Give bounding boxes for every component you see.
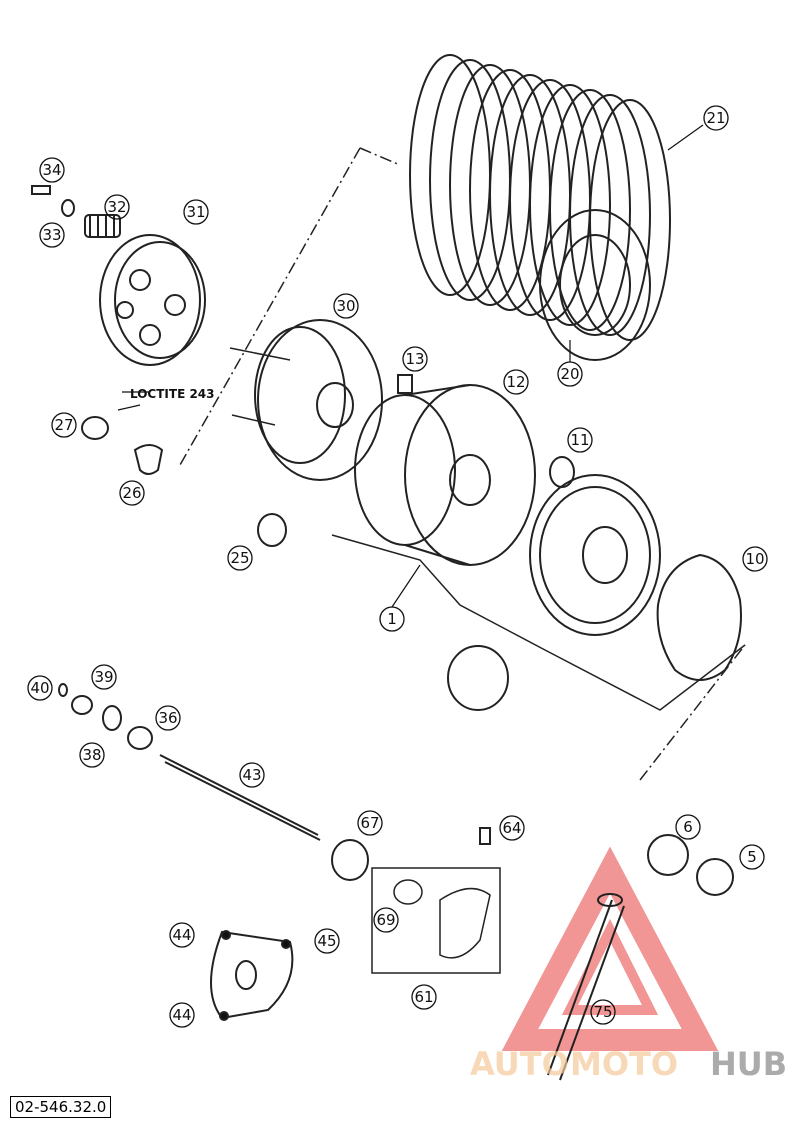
callout-12: 12 — [503, 369, 529, 395]
callout-1: 1 — [379, 606, 405, 632]
callout-69-label: 69 — [376, 911, 395, 929]
bearing-and-sleeve — [647, 834, 734, 896]
callout-5-label: 5 — [747, 848, 757, 866]
nut-and-lockwasher — [81, 416, 164, 475]
callout-43-label: 43 — [242, 766, 261, 784]
callout-34-label: 34 — [42, 161, 61, 179]
callout-5: 5 — [739, 844, 765, 870]
leader-lines — [117, 124, 704, 608]
watermark-logo — [501, 846, 719, 1051]
callout-64: 64 — [499, 815, 525, 841]
callout-26-label: 26 — [122, 484, 141, 502]
washer — [257, 513, 287, 547]
callout-31: 31 — [183, 199, 209, 225]
callout-13: 13 — [402, 346, 428, 372]
pin — [397, 374, 413, 394]
callout-75: 75 — [590, 999, 616, 1025]
loctite-note: LOCTITE 243 — [130, 387, 215, 401]
callout-27: 27 — [51, 412, 77, 438]
callout-44-bottom: 44 — [169, 1002, 195, 1028]
callout-26: 26 — [119, 480, 145, 506]
callout-38: 38 — [79, 742, 105, 768]
callout-75-label: 75 — [593, 1003, 612, 1021]
callout-44-bottom-label: 44 — [172, 1006, 191, 1024]
callout-21-label: 21 — [706, 109, 725, 127]
callout-13-label: 13 — [405, 350, 424, 368]
syringe — [547, 893, 625, 1081]
callout-36: 36 — [155, 705, 181, 731]
callout-39-label: 39 — [94, 668, 113, 686]
assembly-lines — [179, 147, 746, 781]
callout-20-label: 20 — [560, 365, 579, 383]
callout-64-label: 64 — [502, 819, 521, 837]
bushing — [549, 456, 575, 488]
callout-36-label: 36 — [158, 709, 177, 727]
watermark-moto: MOTO — [570, 1045, 678, 1083]
callout-20: 20 — [557, 361, 583, 387]
callout-45: 45 — [314, 928, 340, 954]
callout-45-label: 45 — [317, 932, 336, 950]
callout-25-label: 25 — [230, 549, 249, 567]
bracket-lines — [229, 347, 746, 711]
primary-gear — [529, 474, 661, 636]
callout-30: 30 — [333, 293, 359, 319]
callout-38-label: 38 — [82, 746, 101, 764]
callout-34: 34 — [39, 157, 65, 183]
slave-cylinder-group — [371, 867, 501, 974]
callout-33-label: 33 — [42, 226, 61, 244]
callout-44-top: 44 — [169, 922, 195, 948]
callout-32: 32 — [104, 194, 130, 220]
clutch-plate-stack — [409, 54, 671, 361]
callout-27-label: 27 — [54, 416, 73, 434]
callout-6-label: 6 — [683, 818, 693, 836]
clutch-basket — [354, 384, 536, 566]
callout-67: 67 — [357, 810, 383, 836]
callout-1-label: 1 — [387, 610, 397, 628]
part-number-label: 02-546.32.0 — [10, 1096, 112, 1118]
callout-12-label: 12 — [506, 373, 525, 391]
damper-disc — [656, 553, 742, 681]
o-ring — [331, 839, 369, 881]
callout-30-label: 30 — [336, 297, 355, 315]
callout-31-label: 31 — [186, 203, 205, 221]
watermark-text: AUTO MOTO HUB — [470, 1045, 787, 1083]
callout-21: 21 — [703, 105, 729, 131]
callout-33: 33 — [39, 222, 65, 248]
push-rod-parts — [58, 683, 321, 841]
watermark-auto: AUTO — [470, 1045, 569, 1083]
callout-11-label: 11 — [570, 431, 589, 449]
pressure-plate — [99, 234, 206, 366]
callout-40: 40 — [27, 675, 53, 701]
callout-10-label: 10 — [745, 550, 764, 568]
clutch-cover — [210, 930, 294, 1021]
callout-69: 69 — [373, 907, 399, 933]
callout-11: 11 — [567, 427, 593, 453]
callout-32-label: 32 — [107, 198, 126, 216]
screw-small — [479, 827, 491, 845]
callout-61: 61 — [411, 984, 437, 1010]
spring-screw-washer — [31, 185, 121, 238]
callout-39: 39 — [91, 664, 117, 690]
watermark-hub: HUB — [710, 1045, 787, 1083]
callout-44-top-label: 44 — [172, 926, 191, 944]
callout-6: 6 — [675, 814, 701, 840]
callout-25: 25 — [227, 545, 253, 571]
inner-clutch-hub — [254, 319, 383, 481]
small-gear — [447, 645, 509, 711]
callout-43: 43 — [239, 762, 265, 788]
callout-61-label: 61 — [414, 988, 433, 1006]
callout-40-label: 40 — [30, 679, 49, 697]
callout-10: 10 — [742, 546, 768, 572]
callout-67-label: 67 — [360, 814, 379, 832]
